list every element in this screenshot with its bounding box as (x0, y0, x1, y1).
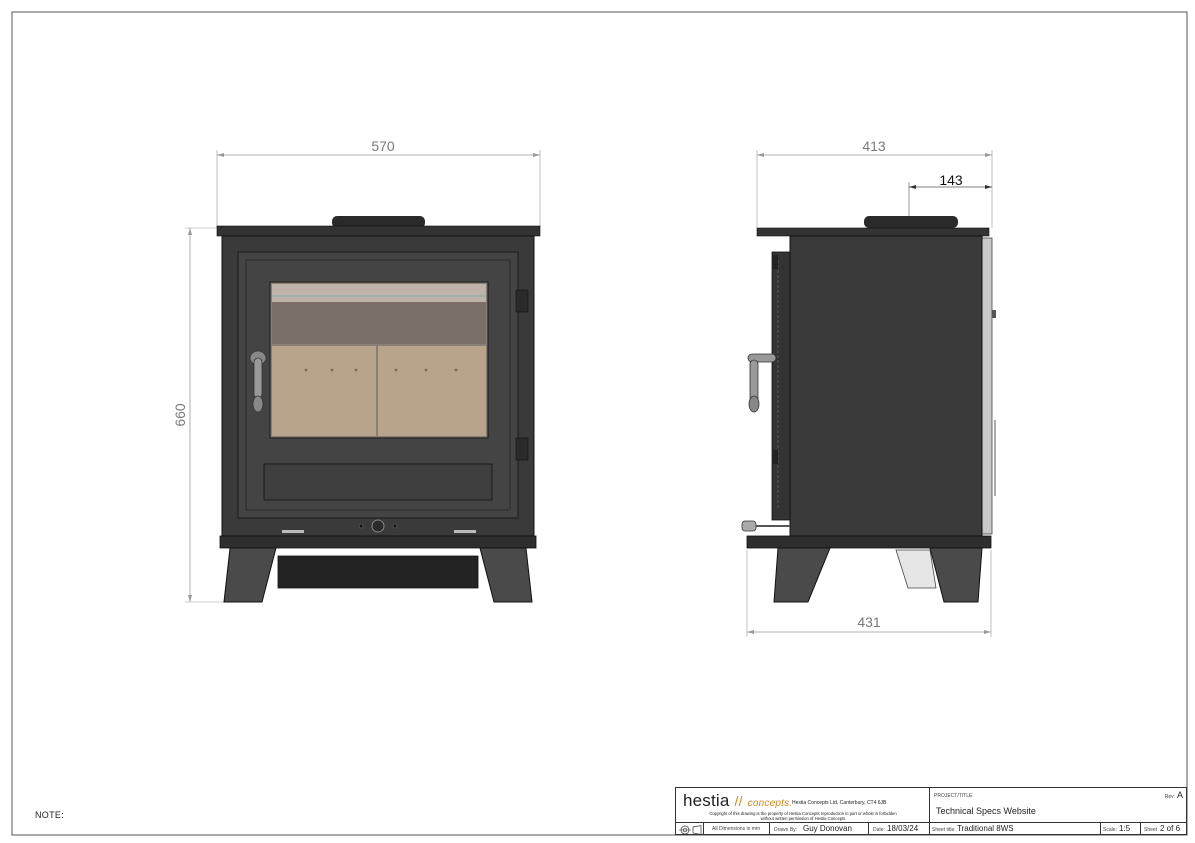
rear-heat-shield (981, 237, 993, 535)
sheet-title-value: Traditional 8WS (957, 824, 1014, 833)
drawn-by-cell: Drawn By: Guy Donovan (770, 823, 869, 835)
outside-air-spigot (895, 549, 937, 589)
project-cell: PROJECT/TITLE Technical Specs Website Re… (930, 788, 1187, 823)
rev-value: A (1176, 790, 1183, 800)
scale-cell: Scale: 1:5 (1101, 823, 1141, 835)
project-value: Technical Specs Website (936, 806, 1036, 816)
note-label: NOTE: (35, 810, 65, 820)
hinge-bottom (515, 437, 529, 461)
date-value: 18/03/24 (887, 824, 919, 833)
base-depth-dimension: 431 (857, 614, 881, 630)
flue-offset-dimension: 143 (939, 172, 963, 188)
project-label: PROJECT/TITLE (934, 793, 973, 799)
flue-collar (332, 216, 425, 228)
sheet-value: 2 of 6 (1160, 824, 1181, 833)
side-leg-front (773, 547, 831, 603)
date-label: Date: (873, 827, 885, 833)
rev-label: Rev: (1164, 794, 1175, 800)
firebrick-right (378, 346, 486, 436)
air-control-knob (371, 519, 385, 533)
copyright-line-1: Copyright of this drawing is the propert… (709, 811, 897, 816)
company-cell: hestia // concepts. Hestia Concepts Ltd,… (676, 788, 930, 823)
copyright-text: Copyright of this drawing is the propert… (680, 811, 926, 821)
door-handle-icon (249, 350, 267, 413)
side-body (789, 235, 983, 537)
front-view: 570 660 (172, 138, 541, 603)
front-height-dimension: 660 (172, 403, 188, 427)
ash-panel (263, 463, 493, 501)
hinge-top (515, 289, 529, 313)
side-top-plate (756, 227, 990, 237)
firebrick-left (272, 346, 376, 436)
sheet-number-cell: Sheet 2 of 6 (1141, 823, 1187, 835)
top-plate (216, 225, 541, 237)
side-base-plate (746, 535, 992, 549)
sheet-title-label: Sheet title: (932, 827, 956, 833)
drawn-by-label: Drawn By: (774, 827, 798, 833)
front-width-dimension: 570 (371, 138, 395, 154)
side-door-handle-icon (747, 353, 777, 413)
riddling-rod-icon (741, 520, 790, 532)
title-block: hestia // concepts. Hestia Concepts Ltd,… (675, 787, 1187, 835)
sheet-label: Sheet (1144, 827, 1158, 833)
side-flue-collar (864, 216, 958, 228)
copyright-line-2: without written permission of Hestia Con… (760, 816, 846, 821)
logo-main: hestia (683, 791, 730, 810)
company-address: Hestia Concepts Ltd, Canterbury, CT4 6JB (792, 800, 887, 806)
side-view: 413 143 (741, 138, 996, 637)
all-dims-note: All Dimensions in mm (704, 823, 770, 835)
side-depth-dimension: 413 (862, 138, 886, 154)
sheet-title-cell: Sheet title: Traditional 8WS (930, 823, 1101, 835)
log-store (277, 555, 479, 589)
scale-value: 1:5 (1119, 824, 1131, 833)
sheet-border (11, 11, 1188, 836)
projection-symbol-icon (676, 823, 704, 835)
side-door-edge (771, 251, 791, 521)
drawn-by-value: Guy Donovan (803, 824, 852, 833)
logo-sub: concepts. (747, 798, 793, 809)
date-cell: Date: 18/03/24 (869, 823, 930, 835)
front-leg-right (479, 547, 533, 603)
logo-slashes: // (734, 793, 743, 809)
front-leg-left (223, 547, 277, 603)
hestia-logo: hestia // concepts. (683, 791, 792, 811)
scale-label: Scale: (1103, 827, 1117, 833)
base-plate (219, 535, 537, 549)
side-leg-rear (929, 547, 983, 603)
